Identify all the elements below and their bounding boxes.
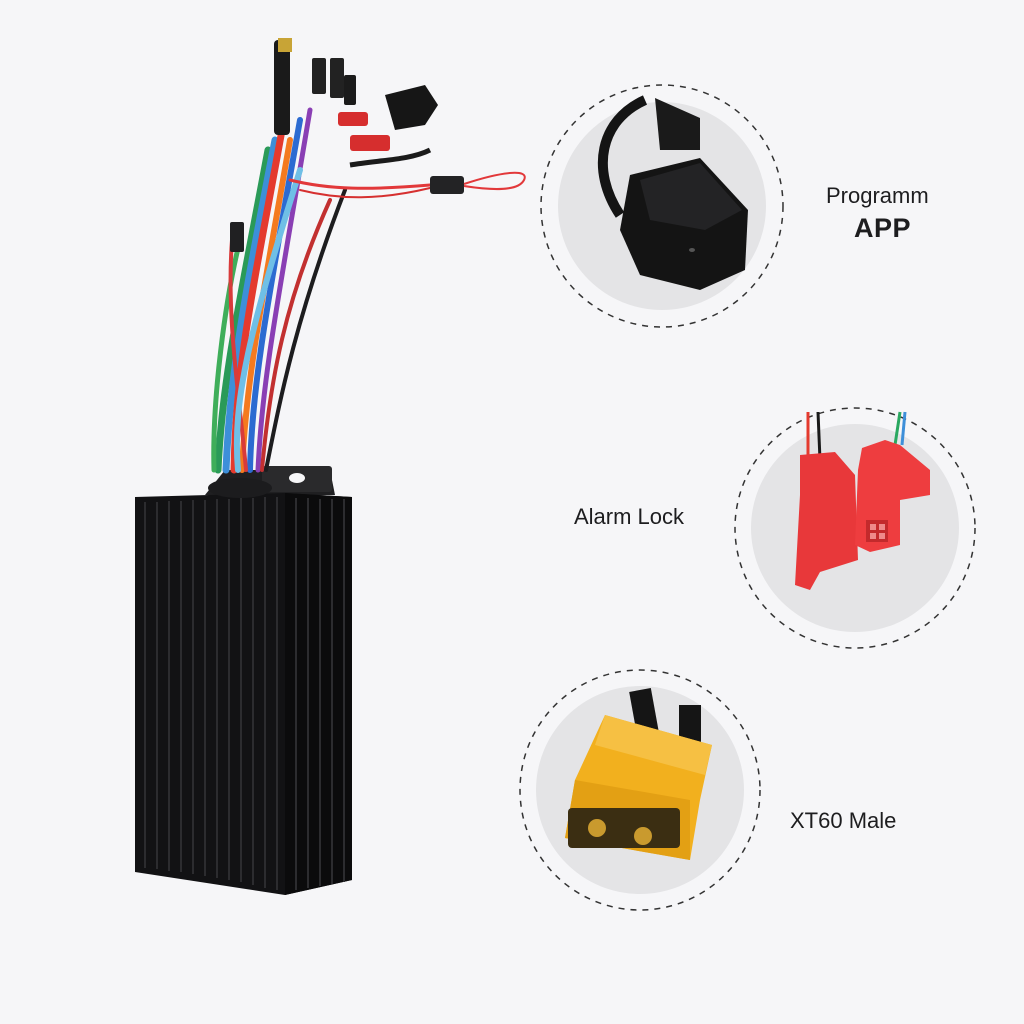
callout-xt60 [519,669,761,911]
callout-label-alarm-lock: Alarm Lock [574,504,685,529]
callout-alarm-lock [734,407,976,649]
wire-bundle [211,107,432,474]
callout-label-app: APP [854,213,912,243]
programming-port-image [597,95,748,290]
callout-programm-app [540,84,784,328]
callout-label-xt60: XT60 Male [790,808,897,833]
xt60-connector-image [565,688,712,860]
alarm-lock-connector-image [795,411,930,590]
wire-connectors [230,38,526,252]
callout-label-programm: Programm [826,183,929,208]
controller-unit [135,466,352,895]
